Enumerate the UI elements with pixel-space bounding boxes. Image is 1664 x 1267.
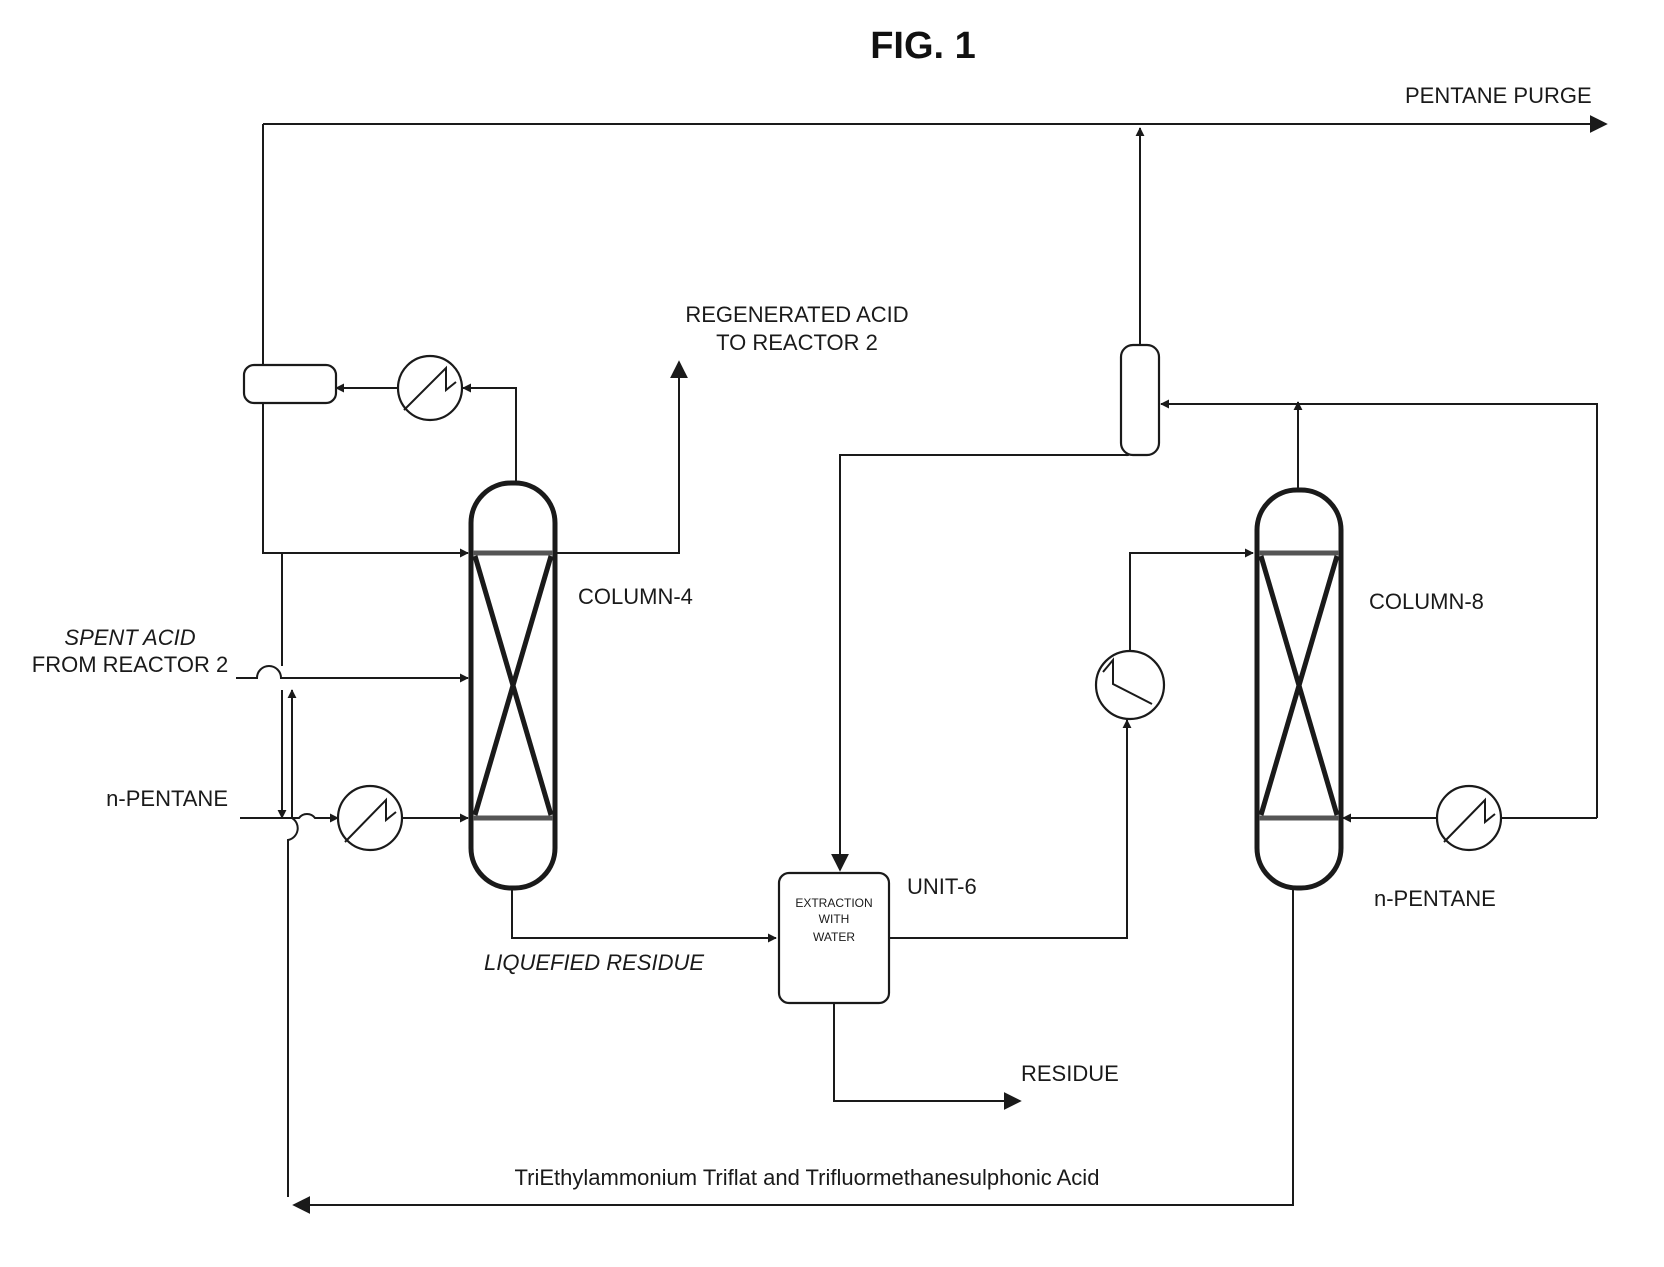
reflux-return-line [263, 124, 468, 553]
column-8 [1257, 490, 1341, 888]
spent-acid-label-1: SPENT ACID [64, 625, 195, 650]
column-4-overhead-line [463, 388, 516, 483]
n-pentane-right-label: n-PENTANE [1374, 886, 1496, 911]
column-4 [471, 483, 555, 888]
reflux-drum-icon [244, 365, 336, 403]
recycle-riser-line [288, 690, 298, 1197]
overhead-separator-icon [1121, 345, 1159, 455]
liquefied-residue-line [512, 888, 776, 938]
regenerated-acid-label-2: TO REACTOR 2 [716, 330, 878, 355]
column-4-label: COLUMN-4 [578, 584, 693, 609]
feed-heater-right-icon [1437, 786, 1501, 850]
recycle-stream-label: TriEthylammonium Triflat and Trifluormet… [515, 1165, 1100, 1190]
liquefied-residue-label: LIQUEFIED RESIDUE [484, 950, 704, 975]
regenerated-acid-line [555, 362, 679, 553]
heater-to-column-8-line [1130, 553, 1253, 651]
residue-label: RESIDUE [1021, 1061, 1119, 1086]
unit-6-to-heater-line [889, 720, 1127, 938]
extraction-label-2: WITH [819, 912, 850, 926]
figure-title: FIG. 1 [870, 25, 976, 67]
feed-heater-left-icon [338, 786, 402, 850]
n-pentane-left-feed-line [240, 814, 338, 818]
spent-acid-feed-line [236, 666, 468, 678]
n-pentane-left-label: n-PENTANE [106, 786, 228, 811]
residue-line [834, 1003, 1020, 1101]
unit-6-label: UNIT-6 [907, 874, 977, 899]
extraction-label-1: EXTRACTION [795, 896, 872, 910]
column-8-label: COLUMN-8 [1369, 589, 1484, 614]
regenerated-acid-label-1: REGENERATED ACID [685, 302, 908, 327]
overhead-condenser-icon [398, 356, 462, 420]
pentane-purge-label: PENTANE PURGE [1405, 83, 1592, 108]
feed-heater-middle-icon [1096, 651, 1164, 719]
separator-to-unit-6-line [840, 452, 1141, 870]
spent-acid-label-2: FROM REACTOR 2 [32, 652, 228, 677]
extraction-label-3: WATER [813, 930, 855, 944]
